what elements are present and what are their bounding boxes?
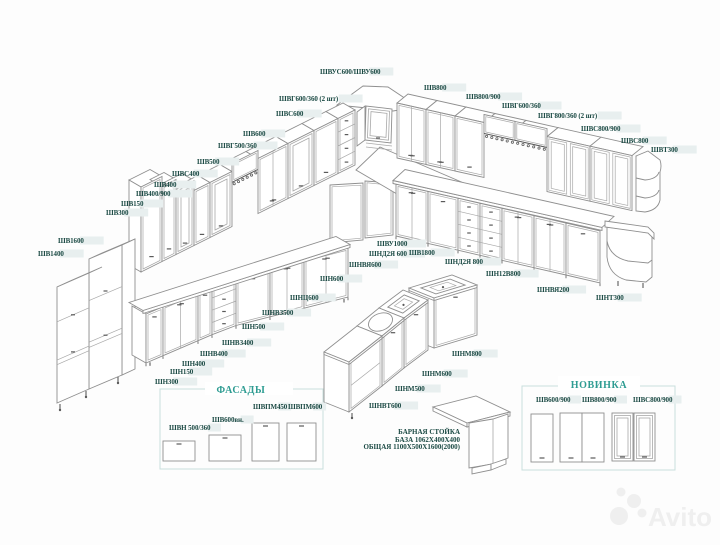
svg-text:ШНМ600: ШНМ600 — [422, 370, 452, 378]
svg-text:ШНВЯ600: ШНВЯ600 — [349, 261, 382, 269]
svg-text:БАРНАЯ СТОЙКА: БАРНАЯ СТОЙКА — [398, 428, 460, 436]
svg-text:ОБЩАЯ 1100Х500Х1600(2000): ОБЩАЯ 1100Х500Х1600(2000) — [363, 443, 460, 451]
svg-text:ШВПМ600: ШВПМ600 — [288, 403, 323, 411]
svg-text:ШВПМ450: ШВПМ450 — [253, 403, 288, 411]
svg-text:ШВГ500/360: ШВГ500/360 — [218, 142, 257, 150]
svg-text:БАЗА 1062Х400Х400: БАЗА 1062Х400Х400 — [395, 436, 461, 444]
svg-text:ШНД2Я 800: ШНД2Я 800 — [445, 258, 483, 266]
svg-text:ШВС800/900: ШВС800/900 — [633, 396, 673, 404]
svg-text:ФАСАДЫ: ФАСАДЫ — [217, 385, 266, 396]
svg-text:ШНД2Я 600: ШНД2Я 600 — [369, 250, 407, 258]
svg-text:ШНМ500: ШНМ500 — [395, 385, 425, 393]
svg-text:ШВ500: ШВ500 — [197, 158, 220, 166]
svg-text:ШВ1800: ШВ1800 — [409, 249, 435, 257]
svg-text:ШВ400: ШВ400 — [154, 181, 177, 189]
svg-text:ШНТ300: ШНТ300 — [596, 294, 624, 302]
svg-text:ШНМ800: ШНМ800 — [452, 350, 482, 358]
svg-text:ШВ1400: ШВ1400 — [38, 250, 64, 258]
svg-text:ШВТ300: ШВТ300 — [651, 146, 678, 154]
svg-text:ШВ150: ШВ150 — [121, 200, 144, 208]
svg-text:ШН12В800: ШН12В800 — [486, 270, 521, 278]
svg-text:ШВ800/900: ШВ800/900 — [582, 396, 617, 404]
svg-text:ШВ600/900: ШВ600/900 — [536, 396, 571, 404]
svg-text:ШВ400/900: ШВ400/900 — [136, 190, 171, 198]
svg-text:ШН300: ШН300 — [155, 378, 179, 386]
svg-text:ШНВ400: ШНВ400 — [200, 350, 228, 358]
svg-text:ШВ300: ШВ300 — [106, 209, 129, 217]
svg-text:ШН500: ШН500 — [242, 323, 266, 331]
svg-text:ШВС600: ШВС600 — [276, 110, 304, 118]
svg-text:ШВС400: ШВС400 — [172, 170, 200, 178]
svg-text:ШВ800/900: ШВ800/900 — [466, 93, 501, 101]
svg-text:ШНЦ600: ШНЦ600 — [290, 294, 319, 302]
svg-text:НОВИНКА: НОВИНКА — [571, 380, 628, 391]
svg-text:ШВ600вн.: ШВ600вн. — [212, 416, 244, 424]
svg-text:ШНВЗ500: ШНВЗ500 — [262, 309, 294, 317]
svg-text:ШВС800/900: ШВС800/900 — [581, 125, 621, 133]
svg-text:ШНВЯ200: ШНВЯ200 — [537, 286, 570, 294]
svg-text:ШВГ600/360: ШВГ600/360 — [502, 102, 541, 110]
svg-text:ШВ600: ШВ600 — [243, 130, 266, 138]
svg-text:ШН600: ШН600 — [320, 275, 344, 283]
svg-text:ШВ1600: ШВ1600 — [58, 237, 84, 245]
svg-text:ШН150: ШН150 — [170, 368, 194, 376]
svg-text:ШВН 500/360: ШВН 500/360 — [169, 424, 211, 432]
svg-text:ШНВЗ400: ШНВЗ400 — [222, 339, 254, 347]
svg-text:ШВГ800/360 (2 шт): ШВГ800/360 (2 шт) — [538, 112, 598, 120]
svg-text:ШВС800: ШВС800 — [621, 137, 649, 145]
svg-text:Avito: Avito — [648, 502, 712, 532]
svg-text:ШВГ600/360 (2 шт): ШВГ600/360 (2 шт) — [279, 95, 339, 103]
svg-text:ШН400: ШН400 — [182, 360, 206, 368]
svg-text:ШВУС600/ШВУ600: ШВУС600/ШВУ600 — [320, 68, 381, 76]
svg-text:ШВУ1000: ШВУ1000 — [377, 240, 408, 248]
svg-text:ШВ800: ШВ800 — [424, 84, 447, 92]
svg-text:ШНВТ600: ШНВТ600 — [369, 402, 402, 410]
